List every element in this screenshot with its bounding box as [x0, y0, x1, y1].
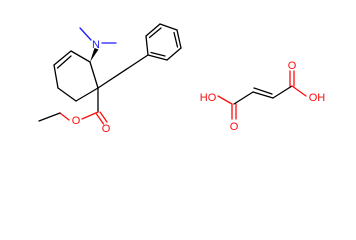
- bond: [97, 54, 149, 89]
- bond: [145, 35, 149, 56]
- bond: [147, 54, 168, 61]
- double-bond-inner: [148, 27, 162, 39]
- bond: [166, 47, 182, 61]
- bond: [145, 23, 161, 37]
- bond: [75, 87, 99, 102]
- bond: [59, 112, 70, 121]
- double-bond-inner: [253, 87, 273, 95]
- ethyl-ester-group: O O: [38, 87, 111, 135]
- bond: [252, 91, 274, 99]
- bond: [217, 95, 233, 105]
- wedge-bond: [90, 48, 99, 62]
- double-bond-inner: [150, 51, 166, 57]
- bond: [38, 112, 61, 122]
- bond: [159, 23, 178, 31]
- cyclohexene-ring: [53, 50, 99, 102]
- structure-canvas: N O O: [38, 23, 326, 135]
- bond: [57, 87, 77, 102]
- double-bond-inner: [173, 31, 179, 48]
- bond: [272, 85, 293, 99]
- carbonyl-bond: [95, 113, 105, 125]
- bond: [79, 27, 92, 41]
- bond: [233, 91, 254, 105]
- carbonyl-bond: [99, 111, 108, 123]
- bond: [291, 85, 307, 97]
- ester-ether-oxygen-label: O: [72, 115, 81, 127]
- chemical-structure-diagram: N O O: [38, 23, 326, 135]
- aminocyclohexene-ester-molecule: N O O: [38, 23, 182, 135]
- left-carbonyl-oxygen-label: O: [230, 121, 239, 133]
- bond: [53, 64, 59, 89]
- right-hydroxyl-label: OH: [309, 92, 326, 104]
- ester-carbonyl-oxygen-label: O: [102, 123, 111, 135]
- nitrogen-label: N: [92, 39, 100, 51]
- bond: [53, 50, 72, 66]
- dimethylamino-group: N: [79, 27, 117, 62]
- bond: [70, 50, 91, 63]
- phenyl-ring: [97, 23, 182, 89]
- fumaric-acid-molecule: HO O O OH: [200, 60, 326, 133]
- bond: [81, 111, 99, 120]
- right-carbonyl-oxygen-label: O: [288, 60, 297, 72]
- bond: [176, 29, 182, 49]
- double-bond-inner: [56, 55, 72, 69]
- left-hydroxyl-label: HO: [200, 92, 217, 104]
- bond: [89, 61, 99, 89]
